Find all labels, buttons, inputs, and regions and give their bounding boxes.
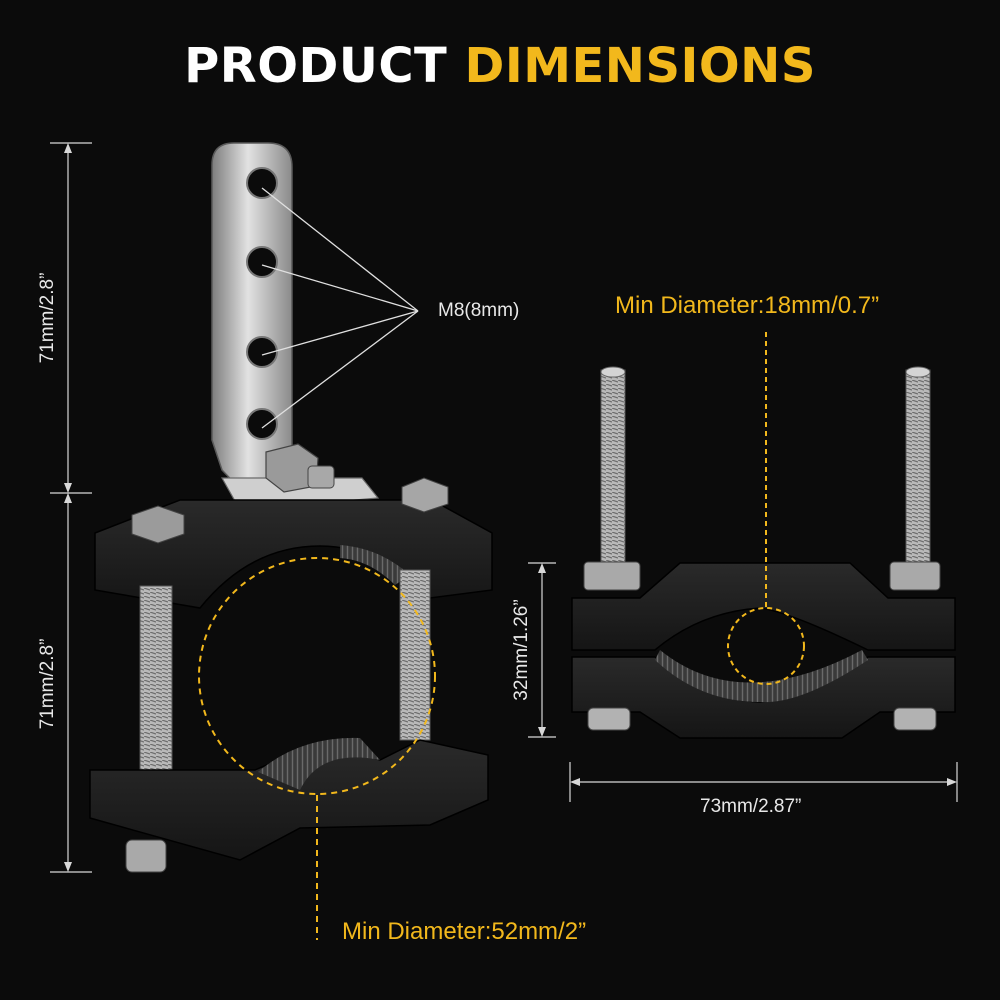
small-bolt-right: [893, 707, 937, 731]
clamp-nut-left: [131, 505, 185, 544]
left-dimension-lines: [50, 142, 92, 873]
title-word-product: PRODUCT: [184, 38, 448, 94]
large-min-diameter-label: Min Diameter:52mm/2”: [342, 918, 587, 945]
page-title: PRODUCT DIMENSIONS: [0, 38, 1000, 94]
small-min-diameter-label: Min Diameter:18mm/0.7”: [615, 292, 880, 319]
clamp-nut-right: [401, 477, 449, 513]
clamp-height-label: 71mm/2.8”: [37, 638, 58, 730]
small-bolt-left: [587, 707, 631, 731]
small-clamp-height-label: 32mm/1.26”: [511, 599, 532, 701]
small-clamp-width-label: 73mm/2.87”: [700, 796, 802, 817]
small-min-diameter-circle: [727, 607, 805, 685]
l-bracket: [211, 142, 380, 511]
large-clamp: [89, 477, 493, 940]
threaded-rod-left: [139, 585, 173, 779]
small-clamp: [571, 332, 956, 739]
bracket-height-label: 71mm/2.8”: [37, 272, 58, 364]
small-nut-right: [889, 561, 941, 591]
large-min-diameter-circle: [198, 557, 436, 795]
hole-size-label: M8(8mm): [438, 300, 520, 321]
bracket-hole-2: [246, 246, 278, 278]
threaded-rod-right: [399, 569, 431, 741]
small-rod-right: [905, 369, 931, 571]
bracket-hole-4: [246, 408, 278, 440]
bracket-bolt: [307, 465, 335, 489]
title-word-dimensions: DIMENSIONS: [464, 38, 816, 94]
small-nut-left: [583, 561, 641, 591]
hole-leader-lines: [261, 187, 419, 429]
clamp-bottom-bolt: [125, 839, 167, 873]
bracket-hole-1: [246, 167, 278, 199]
bracket-hole-3: [246, 336, 278, 368]
right-dimension-lines: [528, 562, 958, 802]
small-rod-left: [600, 369, 626, 571]
